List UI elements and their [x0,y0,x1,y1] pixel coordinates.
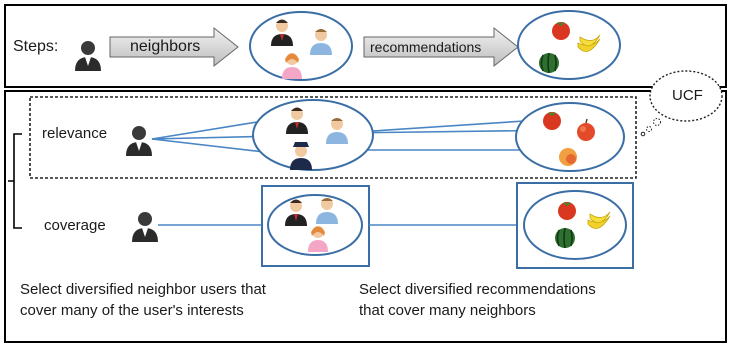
recommendations-arrow [363,26,519,68]
steps-neighbors-ellipse [249,11,353,81]
relevance-peach-icon [559,148,577,166]
ucf-callout [640,70,723,137]
relevance-label: relevance [42,125,108,142]
coverage-tomato-icon [558,202,576,220]
ucf-dashed-box [29,96,637,179]
coverage-items-box [516,182,634,269]
neighbor-suit-icon [271,19,293,46]
relevance-tomato-icon [543,112,561,130]
coverage-watermelon-icon [554,227,576,249]
caption-left-line1: Select diversified neighbor users that [20,281,266,298]
methods-frame [4,90,727,343]
ucf-callout-label: UCF [672,87,703,104]
caption-left-line2: cover many of the user's interests [20,302,244,319]
neighbors-arrow [109,26,239,68]
left-bracket [8,133,22,229]
neighbor-blue-icon [310,29,332,55]
coverage-neighbors-box [261,185,370,267]
steps-items-ellipse [517,10,621,80]
steps-frame [4,4,727,88]
relevance-user-icon [126,126,152,156]
watermelon-icon [538,52,560,74]
caption-right-line2: that cover many neighbors [359,302,536,319]
neighbors-arrow-label: neighbors [130,38,201,55]
coverage-neighbors-ellipse [267,194,363,256]
neighbor-pink-icon [282,53,302,79]
caption-left: Select diversified neighbor users that c… [20,279,266,321]
coverage-user-icon [132,212,158,242]
steps-label: Steps: [13,38,59,55]
steps-user-icon [75,41,101,71]
tomato-icon [552,22,570,40]
relevance-items-ellipse [515,102,625,172]
caption-right: Select diversified recommendations that … [359,279,596,321]
recommendations-arrow-label: recommendations [370,39,482,55]
relevance-neighbors-ellipse [252,99,374,171]
banana-icon [577,34,601,52]
coverage-items-ellipse [523,190,627,260]
caption-right-line1: Select diversified recommendations [359,281,596,298]
coverage-label: coverage [44,217,106,234]
